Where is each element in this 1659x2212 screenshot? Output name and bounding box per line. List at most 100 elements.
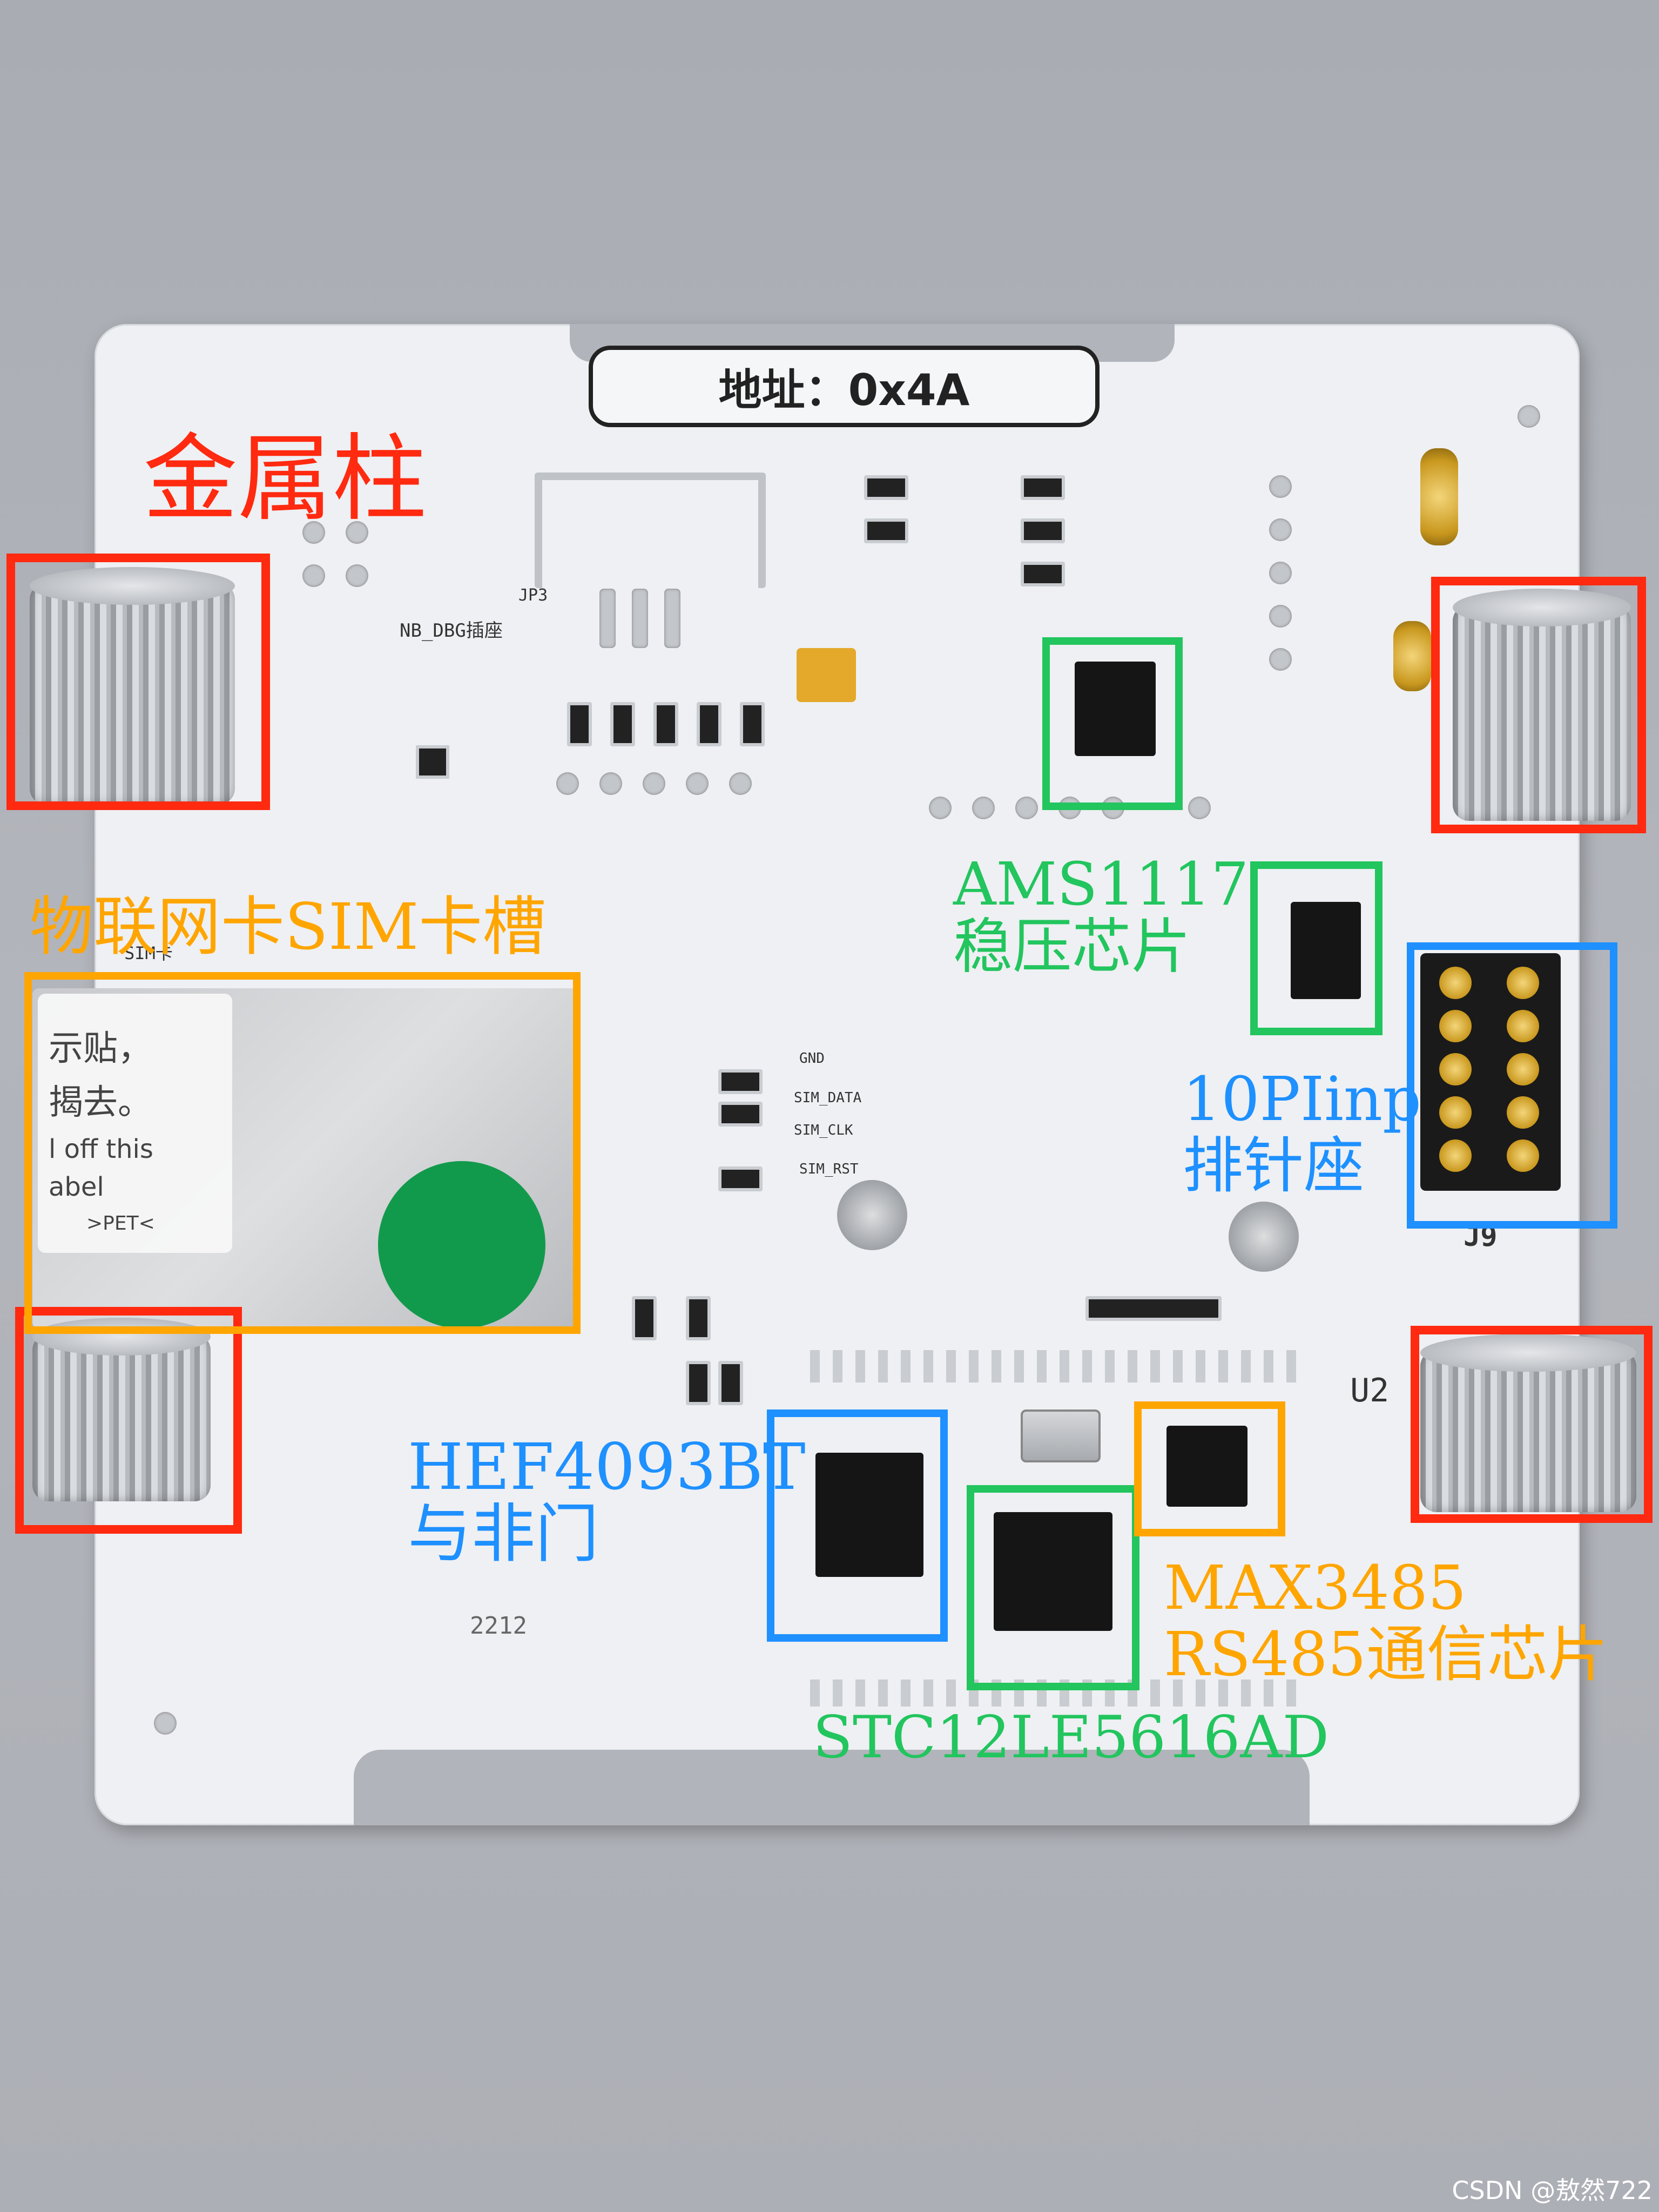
hef4093bt-chip (815, 1453, 923, 1577)
header-pin (1507, 1053, 1539, 1085)
annotation-metal-posts: 金属柱 (143, 402, 427, 539)
annotation-ams1117-line1: AMS1117 (953, 849, 1249, 919)
connector-pin (664, 589, 680, 648)
smd-component (1085, 1296, 1222, 1321)
header-pin (1507, 1096, 1539, 1129)
header-pin (1439, 967, 1472, 999)
header-pin (1439, 1139, 1472, 1172)
stc12-box (967, 1485, 1139, 1690)
gold-pogo-pin (1393, 621, 1431, 691)
gold-pogo-pin (1420, 448, 1458, 545)
metal-post-box-bottom-right (1411, 1326, 1653, 1523)
silk-nb-dbg: NB_DBG插座 (400, 620, 503, 642)
annotation-ams1117: AMS1117 稳压芯片 (953, 853, 1249, 978)
max3485-chip (1166, 1426, 1247, 1507)
silk-sim-clk: SIM_CLK (794, 1122, 853, 1138)
annotation-stc12: STC12LE5616AD (813, 1704, 1330, 1771)
through-hole-pad (929, 797, 952, 819)
annotation-max3485-line1: MAX3485 (1164, 1553, 1467, 1623)
through-hole-pad (346, 564, 368, 587)
sticker-line: l off this (49, 1134, 153, 1164)
silk-sim-rst: SIM_RST (799, 1161, 859, 1177)
smd-component (718, 1166, 763, 1191)
through-hole-pad (1269, 475, 1292, 498)
smd-component (740, 702, 765, 746)
pcb-bottom-notch (354, 1750, 1310, 1825)
metal-post-bottom-right (1420, 1334, 1636, 1512)
smd-component (610, 702, 635, 746)
crystal-oscillator (1021, 1410, 1101, 1462)
silk-sim-card: SIM卡 (124, 943, 173, 963)
through-hole-pad (1269, 605, 1292, 628)
mounting-hole-x5 (1518, 405, 1540, 428)
through-hole-pad (556, 772, 579, 795)
smd-component (718, 1361, 743, 1405)
through-hole-pad (346, 521, 368, 544)
screw (1229, 1202, 1299, 1272)
smd-component (1021, 562, 1065, 586)
smd-component (567, 702, 592, 746)
silk-sim-data: SIM_DATA (794, 1090, 862, 1106)
smd-component (416, 745, 449, 779)
smd-component (718, 1069, 763, 1094)
smd-component (686, 1296, 711, 1340)
10-pin-header-box (1407, 942, 1617, 1229)
smd-component (1021, 475, 1065, 500)
through-hole-pad (1269, 562, 1292, 584)
annotation-hef4093-line2: 与非门 (408, 1496, 599, 1571)
metal-post-box-bottom-left (15, 1307, 242, 1534)
metal-post-top-left (30, 567, 235, 805)
through-hole-pad (972, 797, 995, 819)
stc12le5616ad-chip (994, 1512, 1112, 1631)
through-hole-pad (1015, 797, 1038, 819)
through-hole-pad (729, 772, 752, 795)
sticker-line: 揭去。 (49, 1083, 152, 1123)
header-pin (1439, 1053, 1472, 1085)
metal-post-box-top-left (6, 554, 270, 810)
dip-pad-row (810, 1350, 1296, 1382)
annotation-10-pin-header-line2: 排针座 (1183, 1131, 1364, 1202)
connector-pin (599, 589, 616, 648)
sticker-line: >PET< (86, 1212, 155, 1235)
annotation-10-pin-header: 10PIinp 排针座 (1183, 1064, 1421, 1202)
annotation-metal-posts-text: 金属柱 (143, 424, 427, 534)
sim-slot-sticker (38, 994, 232, 1253)
screw (837, 1180, 907, 1250)
ams1117-box (1042, 637, 1183, 810)
address-label: 地址：0x4A (589, 346, 1100, 427)
header-pin (1439, 1010, 1472, 1042)
smd-component (718, 1102, 763, 1127)
sim-slot-box (24, 972, 581, 1334)
header-pin (1507, 1139, 1539, 1172)
hef4093-box (767, 1410, 948, 1642)
tantalum-capacitor (797, 648, 856, 702)
nb-dbg-connector (535, 473, 766, 588)
silk-u2: U2 (1350, 1372, 1390, 1410)
regulator-chip-u10 (1291, 902, 1361, 999)
header-pin (1439, 1096, 1472, 1129)
silk-jp3: JP3 (518, 586, 548, 605)
metal-post-box-top-right (1431, 577, 1646, 833)
regulator-box (1250, 861, 1382, 1035)
sticker-line: 示贴， (49, 1029, 152, 1069)
silk-date-code: 2212 (470, 1612, 527, 1640)
annotation-max3485: MAX3485 RS485通信芯片 (1164, 1555, 1608, 1688)
metal-post-bottom-left (32, 1318, 211, 1501)
ams1117-chip (1075, 662, 1156, 756)
through-hole-pad (1269, 518, 1292, 541)
smd-component (1021, 518, 1065, 543)
through-hole-pad (599, 772, 622, 795)
max3485-box (1134, 1401, 1285, 1536)
annotation-hef4093: HEF4093BT 与非门 (408, 1433, 806, 1571)
smd-component (653, 702, 678, 746)
smd-component (697, 702, 721, 746)
connector-pin (632, 589, 648, 648)
watermark: CSDN @敖然722 (1452, 2176, 1653, 2205)
through-hole-pad (302, 521, 325, 544)
annotation-10-pin-header-line1: 10PIinp (1183, 1064, 1421, 1135)
through-hole-pad (1188, 797, 1211, 819)
smd-component (864, 475, 908, 500)
annotation-ams1117-line2: 稳压芯片 (953, 912, 1191, 981)
smd-component (632, 1296, 657, 1340)
smd-component (686, 1361, 711, 1405)
